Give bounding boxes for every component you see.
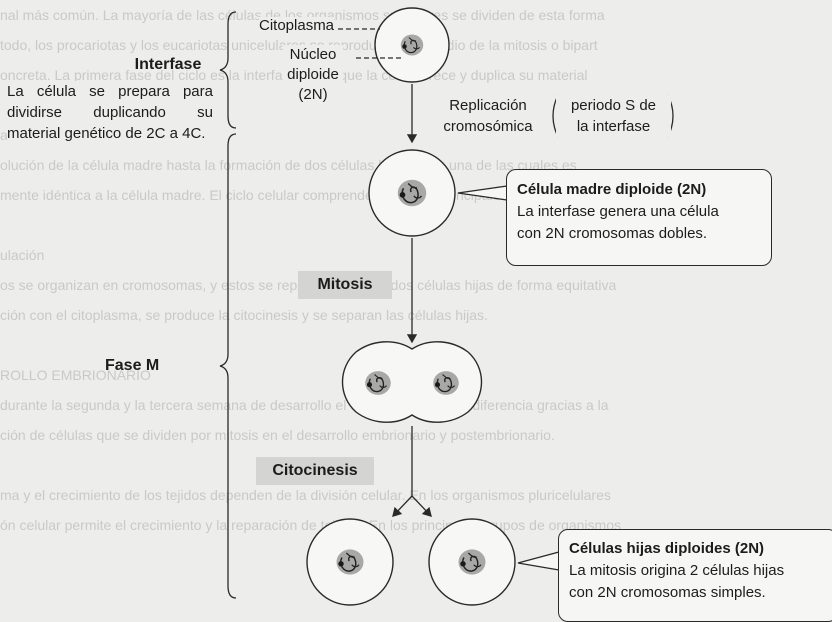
label-replicacion-line: cromosómica [443, 118, 533, 135]
bg-line: ma y el crecimiento de los tejidos depen… [0, 487, 611, 503]
fase-m-title: Fase M [105, 357, 160, 374]
bg-line: ulación [0, 247, 45, 263]
arrow-hija-right [411, 495, 432, 517]
label-replicacion-line: Replicación [449, 97, 527, 114]
callout-text: La mitosis origina 2 células hijas [569, 562, 785, 579]
label-nucleo: Núcleo diploide (2N) [283, 45, 343, 105]
callout-title: Células hijas diploides (2N) [569, 540, 765, 557]
label-nucleo-line: Núcleo [289, 46, 337, 63]
nucleus-icon [432, 370, 460, 396]
cell-dividing [341, 341, 483, 423]
label-periodo-line: la interfase [576, 118, 651, 135]
label-replicacion: Replicación cromosómica [432, 95, 544, 137]
callout-text: con 2N cromosomas dobles. [517, 225, 708, 242]
callout-text: La interfase genera una célula [517, 203, 719, 220]
bg-line: ción con el citoplasma, se produce la ci… [0, 307, 488, 323]
interfase-title: Interfase [134, 56, 202, 73]
arrow-hija-left [392, 495, 413, 517]
nucleus-icon [457, 548, 487, 576]
fase-m-brace [219, 133, 237, 599]
callout-madre-pointer [457, 185, 508, 201]
nucleus-icon [364, 370, 392, 396]
label-periodo: periodo S de la interfase [556, 95, 671, 137]
callout-hijas-pointer [517, 551, 560, 571]
label-citoplasma: Citoplasma [259, 17, 335, 34]
interfase-brace [219, 11, 237, 129]
nucleus-icon [400, 33, 424, 57]
callout-text: con 2N cromosomas simples. [569, 584, 766, 601]
label-nucleo-line: diploide [287, 66, 339, 83]
bg-line: ROLLO EMBRIONARIO [0, 367, 151, 383]
bg-line: nal más común. La mayoría de las células… [0, 7, 605, 23]
stage-mitosis: Mitosis [298, 271, 392, 299]
label-periodo-line: periodo S de [570, 97, 657, 114]
callout-title: Célula madre diploide (2N) [517, 181, 707, 198]
bg-line: ción de células que se dividen por mitos… [0, 427, 555, 443]
nucleus-icon [335, 548, 365, 576]
label-nucleo-line: (2N) [298, 86, 328, 103]
interfase-description: La célula se prepara para dividirse dupl… [7, 81, 213, 144]
nucleus-icon [396, 178, 428, 208]
callout-celulas-hijas: Células hijas diploides (2N) La mitosis … [558, 529, 832, 622]
callout-celula-madre: Célula madre diploide (2N) La interfase … [506, 169, 772, 266]
stage-citocinesis: Citocinesis [256, 457, 374, 485]
